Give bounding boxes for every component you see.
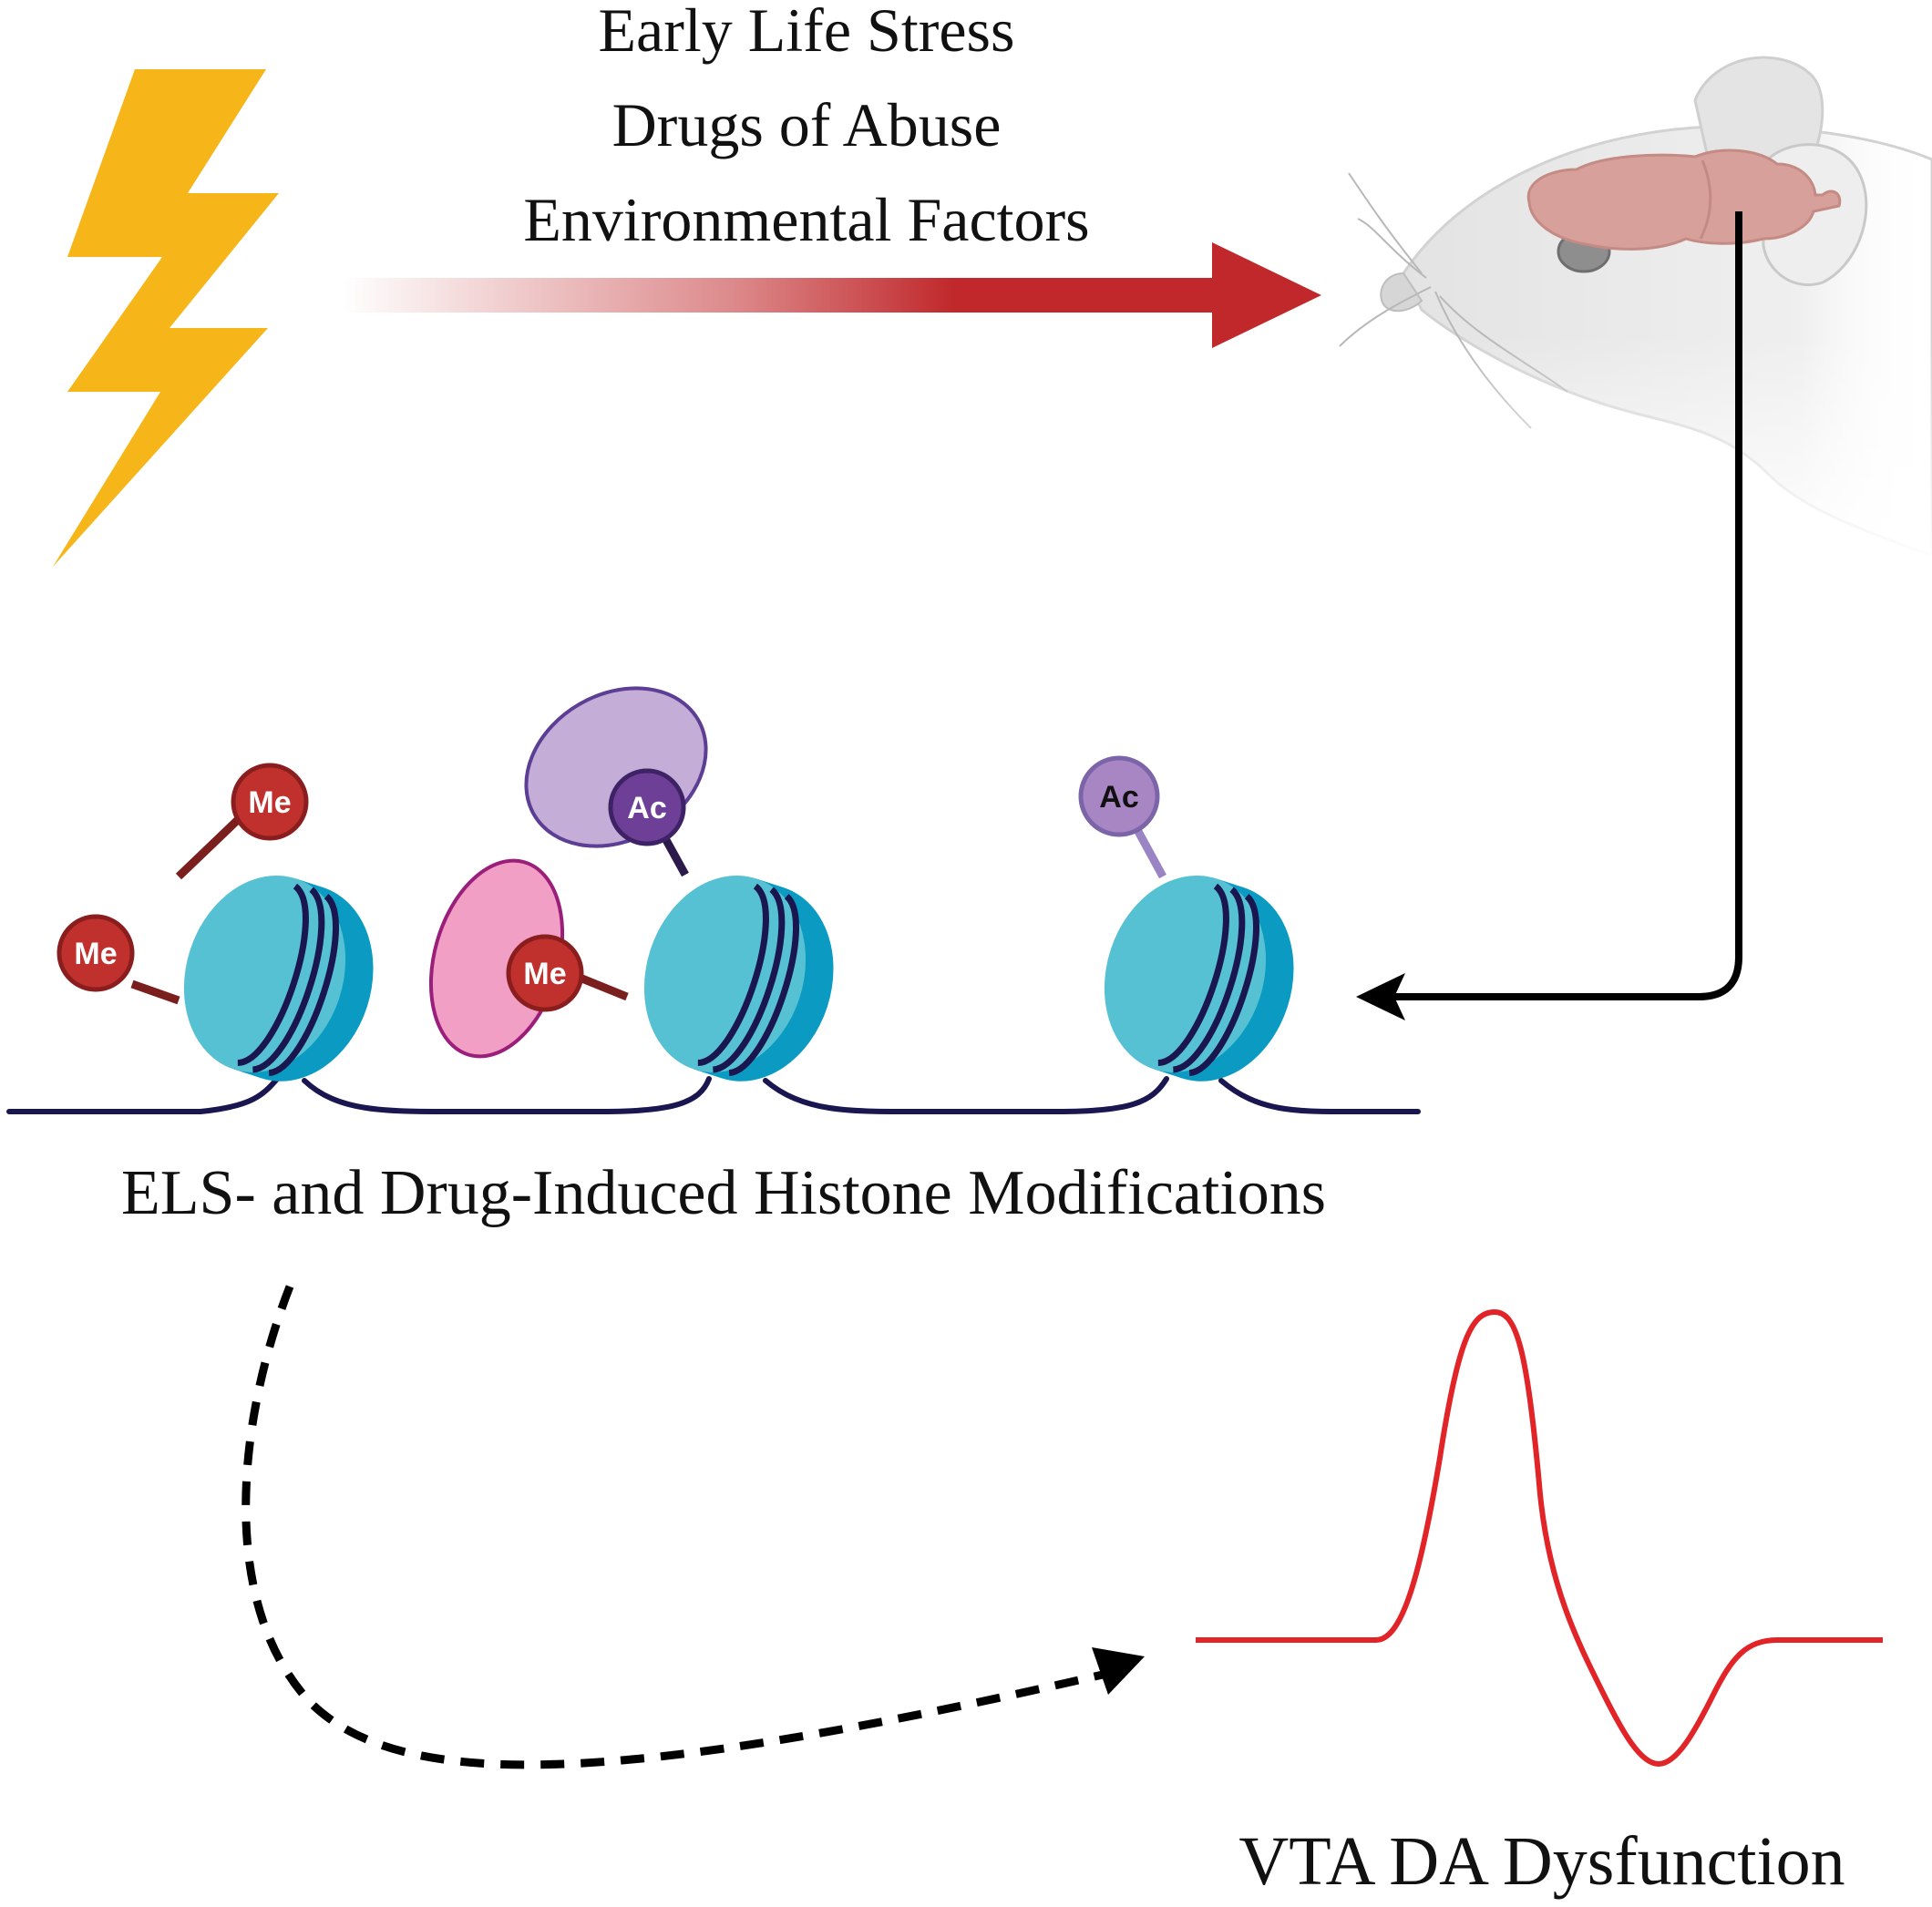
acetyl-mark-label: Ac <box>627 791 666 825</box>
nucleosome-2: Me Ac <box>428 686 834 1082</box>
brain-icon <box>1526 149 1842 251</box>
nucleosome-1: Me Me <box>57 763 374 1082</box>
methyl-mark: Me <box>506 934 584 1012</box>
methyl-mark-label: Me <box>523 957 566 991</box>
methyl-mark: Me <box>57 914 135 992</box>
cause-drugs-of-abuse: Drugs of Abuse <box>612 90 1002 159</box>
nucleosome-3: Ac <box>1078 755 1294 1082</box>
dna-strand <box>6 1074 1421 1114</box>
acetyl-mark: Ac <box>1078 755 1160 837</box>
cause-environmental-factors: Environmental Factors <box>523 185 1089 254</box>
mouse-icon <box>1339 55 1932 565</box>
histone-modifications-label: ELS- and Drug-Induced Histone Modificati… <box>121 1158 1326 1228</box>
dashed-curved-arrow <box>242 1285 1145 1769</box>
action-potential-icon <box>1196 1309 1883 1767</box>
mouse-to-histone-arrow <box>1356 211 1742 1020</box>
methyl-mark-label: Me <box>74 937 117 971</box>
lightning-icon <box>53 69 279 567</box>
acetyl-mark: Ac <box>608 768 686 846</box>
methyl-mark: Me <box>231 763 309 841</box>
causes-text: Early Life Stress Drugs of Abuse Environ… <box>523 0 1089 254</box>
vta-da-dysfunction-label: VTA DA Dysfunction <box>1238 1823 1845 1900</box>
cause-early-life-stress: Early Life Stress <box>599 0 1015 65</box>
methyl-mark-label: Me <box>248 785 291 820</box>
acetyl-mark-label: Ac <box>1099 780 1138 815</box>
exposure-arrow <box>342 242 1321 348</box>
